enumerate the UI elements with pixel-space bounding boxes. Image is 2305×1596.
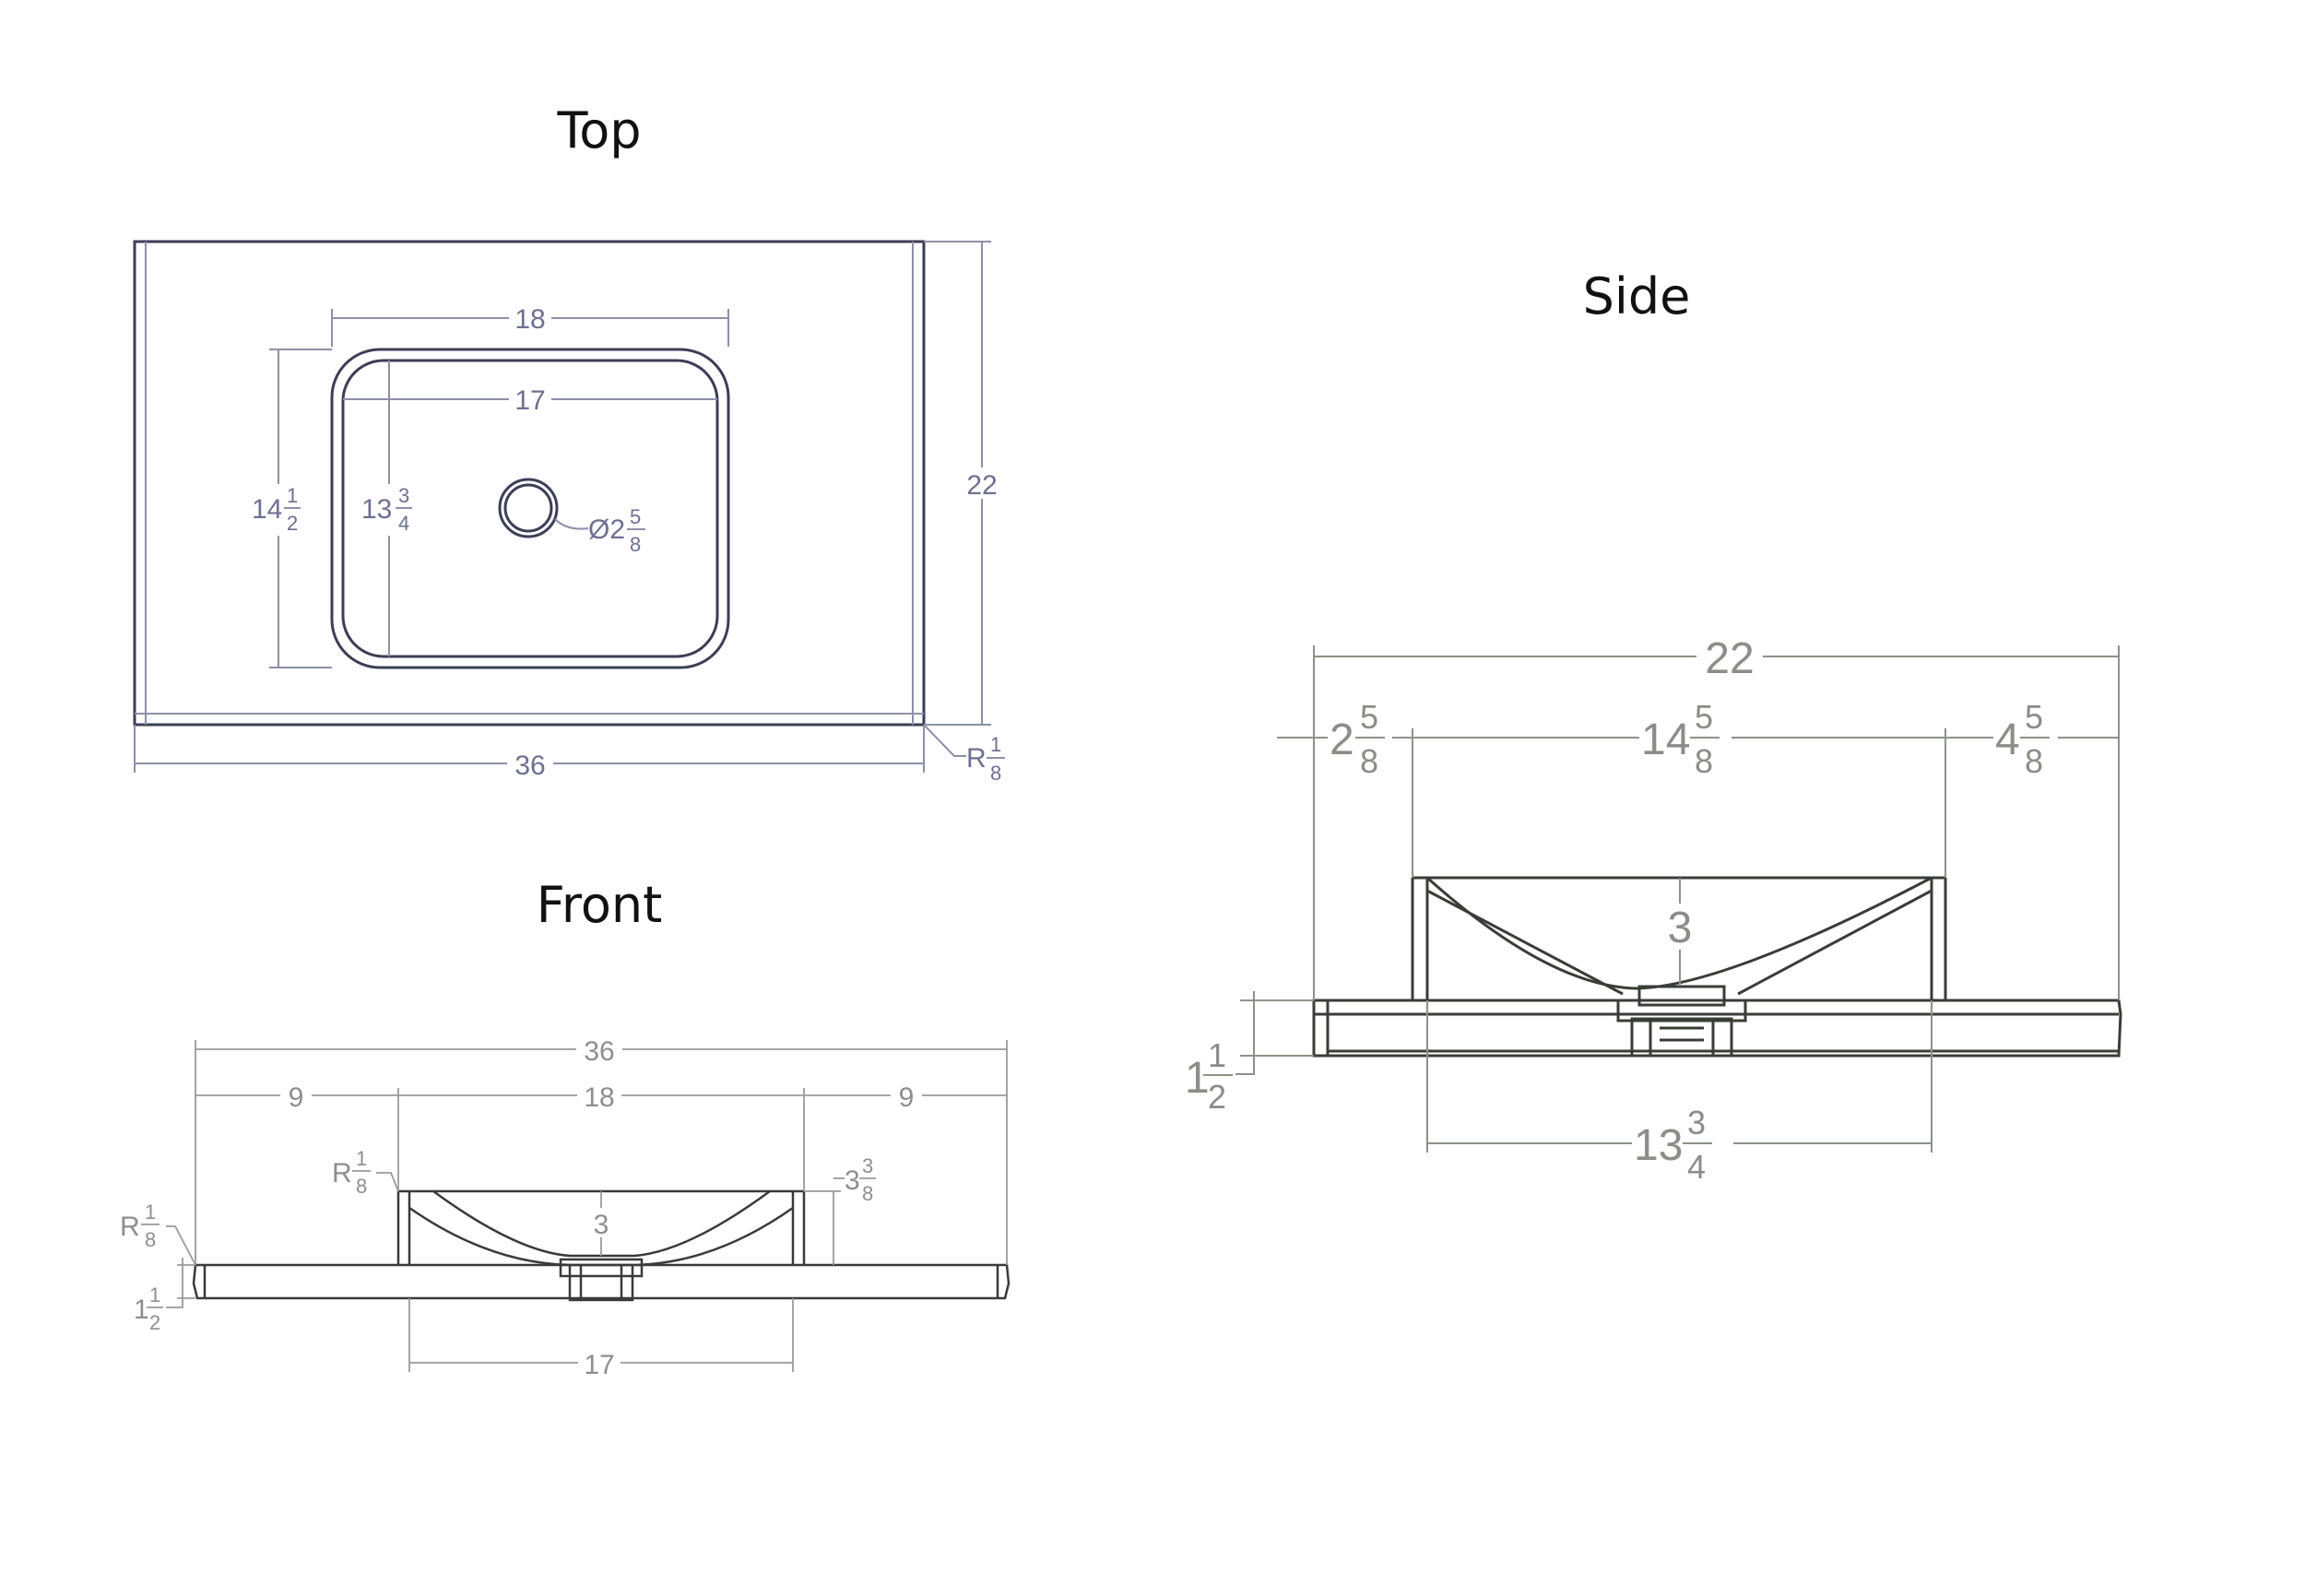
front-inner-radius-leader (376, 1172, 399, 1192)
side-dim-right-den: 8 (2025, 742, 2043, 780)
front-inner-radius-den: 8 (356, 1175, 367, 1198)
side-dim-depth-3: 3 (1668, 904, 1693, 952)
front-inner-radius-num: 1 (356, 1147, 367, 1170)
side-bowl-slope-right (1737, 889, 1933, 996)
top-radius-den: 8 (990, 762, 1001, 785)
side-dim-thick-den: 2 (1208, 1078, 1226, 1116)
top-drain-inner (503, 483, 553, 533)
top-dim-13-den: 4 (398, 512, 409, 535)
front-thick-leader (166, 1306, 183, 1308)
side-thick-leader (1235, 1065, 1255, 1075)
front-dim-thick-num: 1 (149, 1283, 160, 1306)
top-countertop-outline (133, 240, 926, 727)
side-dim-bottom-num: 3 (1687, 1104, 1706, 1141)
top-dim-36: 36 (514, 751, 545, 781)
front-dim-17: 17 (584, 1350, 614, 1380)
side-dim-left-whole: 2 (1330, 715, 1354, 764)
front-bowl-curve (432, 1189, 771, 1258)
front-outer-radius-den: 8 (145, 1228, 156, 1251)
top-dim-14-num: 1 (287, 484, 298, 507)
front-drain-body (568, 1263, 634, 1302)
side-dim-right-num: 5 (2025, 698, 2043, 736)
side-dim-bottom-whole: 13 (1634, 1121, 1683, 1170)
top-drain-num: 5 (630, 505, 641, 528)
side-dim-mid-num: 5 (1695, 698, 1713, 736)
front-drain-flange (559, 1258, 644, 1278)
top-dim-18: 18 (514, 304, 545, 335)
front-dim-height-den: 8 (862, 1182, 873, 1205)
top-drain-prefix: Ø2 (588, 514, 625, 545)
side-dim-mid-den: 8 (1695, 742, 1713, 780)
side-dim-thick-whole: 1 (1185, 1054, 1210, 1103)
side-bowl-curve (1426, 876, 1933, 990)
top-dim-17: 17 (514, 385, 545, 416)
front-view-title: Front (537, 876, 663, 934)
front-dim-height-num: 3 (862, 1154, 873, 1177)
side-view: Side 22 2 5 8 (1185, 267, 2122, 1186)
front-dim-thick-den: 2 (149, 1311, 160, 1334)
front-dim-thick-whole: 1 (134, 1295, 149, 1325)
side-dim-left-num: 5 (1360, 698, 1378, 736)
top-dim-13-whole: 13 (361, 494, 392, 525)
side-dim-left-den: 8 (1360, 742, 1378, 780)
front-outer-radius-prefix: R (120, 1212, 140, 1242)
side-dim-mid-whole: 14 (1641, 715, 1690, 764)
top-view: Top Ø2 5 8 18 17 14 1 2 (133, 101, 1005, 785)
top-bowl-outer (330, 348, 730, 669)
top-dim-14-whole: 14 (252, 494, 282, 525)
front-dim-18: 18 (584, 1082, 614, 1113)
front-bowl-curve-right (633, 1206, 794, 1267)
top-radius-leader (923, 724, 966, 757)
side-dim-thick-num: 1 (1208, 1036, 1226, 1074)
top-dim-14-den: 2 (287, 512, 298, 535)
side-dim-bottom-den: 4 (1687, 1148, 1706, 1186)
front-dim-36: 36 (584, 1036, 614, 1067)
front-dim-height-whole: 3 (845, 1165, 860, 1196)
top-dim-22: 22 (966, 470, 997, 501)
top-bowl-inner (341, 359, 719, 658)
top-drain-leader (554, 518, 589, 530)
front-bowl-curve-left (408, 1206, 571, 1267)
side-drain-body (1630, 1017, 1733, 1058)
front-dim-9-left: 9 (289, 1082, 304, 1113)
top-drain-outer (498, 478, 559, 538)
top-radius-num: 1 (990, 733, 1001, 756)
front-dim-9-right: 9 (899, 1082, 915, 1113)
front-inner-radius-prefix: R (332, 1158, 352, 1188)
front-view: Front 36 9 18 9 R 1 (120, 876, 1011, 1380)
front-slab (192, 1263, 1011, 1300)
side-drain-flange (1616, 999, 1747, 1023)
top-radius-prefix: R (966, 743, 987, 774)
side-slab (1312, 999, 2122, 1058)
side-view-title: Side (1583, 267, 1691, 325)
top-view-title: Top (556, 101, 641, 160)
side-dim-right-whole: 4 (1995, 715, 2020, 764)
top-dim-13-num: 3 (398, 484, 409, 507)
side-bowl-slope-left (1426, 889, 1624, 996)
front-outer-radius-num: 1 (145, 1200, 156, 1224)
front-outer-radius-leader (166, 1225, 196, 1266)
front-dim-depth-3: 3 (594, 1210, 609, 1240)
top-drain-den: 8 (630, 533, 641, 556)
side-dim-22: 22 (1705, 634, 1754, 683)
side-drain-top (1637, 985, 1726, 1007)
